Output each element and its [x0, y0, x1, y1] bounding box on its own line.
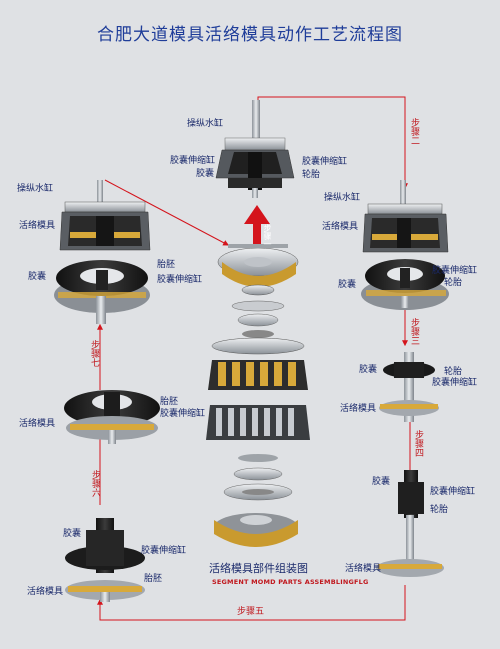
step-5-label: 步骤五 [237, 607, 265, 617]
label-right-water-cyl: 操纵水缸 [324, 193, 361, 203]
r4-assembly [376, 470, 444, 577]
label-left-mold: 活络模具 [19, 221, 56, 231]
top-assembly [215, 100, 295, 198]
big-up-arrow [244, 205, 270, 244]
label-bl-bladder: 胶囊 [63, 529, 82, 539]
assembly-caption-en: SEGMENT MOMD PARTS ASSEMBLINGFLG [212, 578, 369, 586]
label-top-water-cyl: 操纵水缸 [187, 119, 224, 129]
label-left-blank: 胎胚 [157, 260, 176, 270]
exploded-view [206, 244, 310, 547]
step-4-label: 步骤四 [413, 430, 423, 457]
label-right-tire: 轮胎 [444, 278, 463, 288]
right-tire [361, 259, 449, 310]
step-1-label: 步骤一 [263, 224, 272, 248]
label-r3-tire: 轮胎 [444, 367, 463, 377]
label-r3-bladder-cyl: 胶囊伸缩缸 [432, 378, 478, 388]
label-right-mold: 活络模具 [322, 222, 359, 232]
label-bl-mold: 活络模具 [27, 587, 64, 597]
bottom-left-assembly [65, 518, 145, 602]
label-left-bladder-cyl: 胶囊伸缩缸 [157, 275, 203, 285]
arrow-to-explode [104, 179, 230, 246]
step-2-label: 步骤二 [409, 118, 419, 145]
l7-assembly [64, 390, 160, 444]
label-right-bladder: 胶囊 [338, 280, 357, 290]
label-r4-bladder: 胶囊 [372, 477, 391, 487]
label-bl-blank: 胎胚 [144, 574, 163, 584]
label-left-water-cyl: 操纵水缸 [17, 184, 54, 194]
label-l7-mold: 活络模具 [19, 419, 56, 429]
arrow-step-5 [97, 585, 406, 621]
label-r3-mold: 活络模具 [340, 404, 377, 414]
label-l7-bladder-cyl: 胶囊伸缩缸 [160, 409, 206, 419]
right-top-assembly [362, 180, 449, 253]
label-bl-bladder-cyl: 胶囊伸缩缸 [141, 546, 187, 556]
label-l7-blank: 胎胚 [160, 397, 179, 407]
step-7-label: 步骤七 [89, 340, 99, 367]
label-r4-mold: 活络模具 [345, 564, 382, 574]
label-top-bladder: 胶囊 [196, 169, 215, 179]
label-left-bladder: 胶囊 [28, 272, 47, 282]
label-top-bladder-cyl2: 胶囊伸缩缸 [302, 157, 348, 167]
label-right-bladder-cyl: 胶囊伸缩缸 [432, 266, 478, 276]
page-title: 合肥大道模具活络模具动作工艺流程图 [97, 25, 403, 45]
label-top-bladder-cyl: 胶囊伸缩缸 [170, 156, 216, 166]
assembly-caption: 活络模具部件组装图 [209, 562, 308, 575]
r3-assembly [379, 352, 439, 422]
left-top-assembly [59, 180, 151, 251]
left-tire [54, 260, 150, 324]
label-r4-bladder-cyl: 胶囊伸缩缸 [430, 487, 476, 497]
label-r3-bladder: 胶囊 [359, 365, 378, 375]
label-r4-tire: 轮胎 [430, 505, 449, 515]
step-3-label: 步骤三 [409, 318, 419, 345]
step-6-label: 步骤六 [90, 470, 100, 497]
label-top-tire: 轮胎 [302, 170, 321, 180]
